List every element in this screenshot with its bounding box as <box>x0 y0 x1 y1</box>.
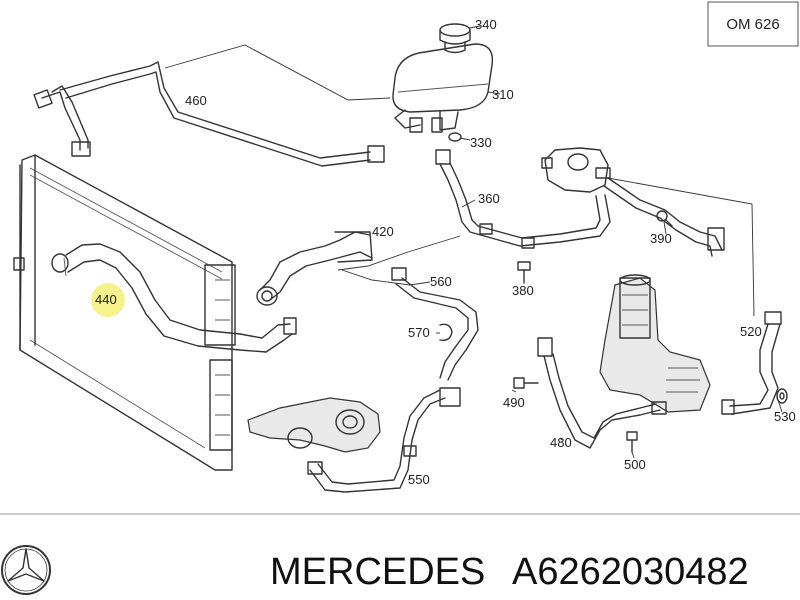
callout-330: 330 <box>470 135 492 150</box>
oil-cooler-module <box>599 274 711 413</box>
callout-560: 560 <box>430 274 452 289</box>
callout-340: 340 <box>475 17 497 32</box>
callout-440: 440 <box>95 292 117 307</box>
callout-360: 360 <box>478 191 500 206</box>
part-number: A6262030482 <box>512 551 749 593</box>
callout-500: 500 <box>624 457 646 472</box>
callout-labels: 340 310 330 460 360 390 420 440 560 380 … <box>95 17 796 487</box>
hose-420 <box>256 231 373 306</box>
clip-570 <box>439 323 453 342</box>
callout-520: 520 <box>740 324 762 339</box>
callout-480: 480 <box>550 435 572 450</box>
mercedes-star-logo <box>1 545 51 595</box>
seal-330 <box>448 132 462 142</box>
radiator <box>13 154 236 471</box>
thermostat-housing <box>541 147 681 231</box>
hose-right-upper <box>675 221 725 257</box>
bolt-390 <box>656 210 673 227</box>
hose-460 <box>33 61 385 167</box>
engine-reference-box: OM 626 <box>707 1 799 47</box>
hose-480 <box>537 337 667 449</box>
engine-reference-label: OM 626 <box>726 16 779 33</box>
callout-570: 570 <box>408 325 430 340</box>
bolt-490 <box>513 377 539 389</box>
water-pump-housing <box>247 397 381 453</box>
hose-520 <box>721 311 782 415</box>
highlight-marker <box>91 283 125 317</box>
bolt-380 <box>517 261 531 283</box>
leader-lines <box>164 25 783 481</box>
expansion-tank-310 <box>392 43 494 133</box>
bolt-500 <box>626 431 638 453</box>
hose-440 <box>51 243 297 353</box>
hose-360 <box>435 149 611 249</box>
hose-560 <box>391 267 479 381</box>
brand-name: MERCEDES <box>270 551 485 593</box>
callout-390: 390 <box>650 231 672 246</box>
hose-550 <box>307 387 461 493</box>
callout-460: 460 <box>185 93 207 108</box>
callout-380: 380 <box>512 283 534 298</box>
callout-420: 420 <box>372 224 394 239</box>
callout-530: 530 <box>774 409 796 424</box>
clamp-530 <box>776 388 788 404</box>
cap-340 <box>439 23 471 54</box>
callout-550: 550 <box>408 472 430 487</box>
callout-310: 310 <box>492 87 514 102</box>
callout-490: 490 <box>503 395 525 410</box>
